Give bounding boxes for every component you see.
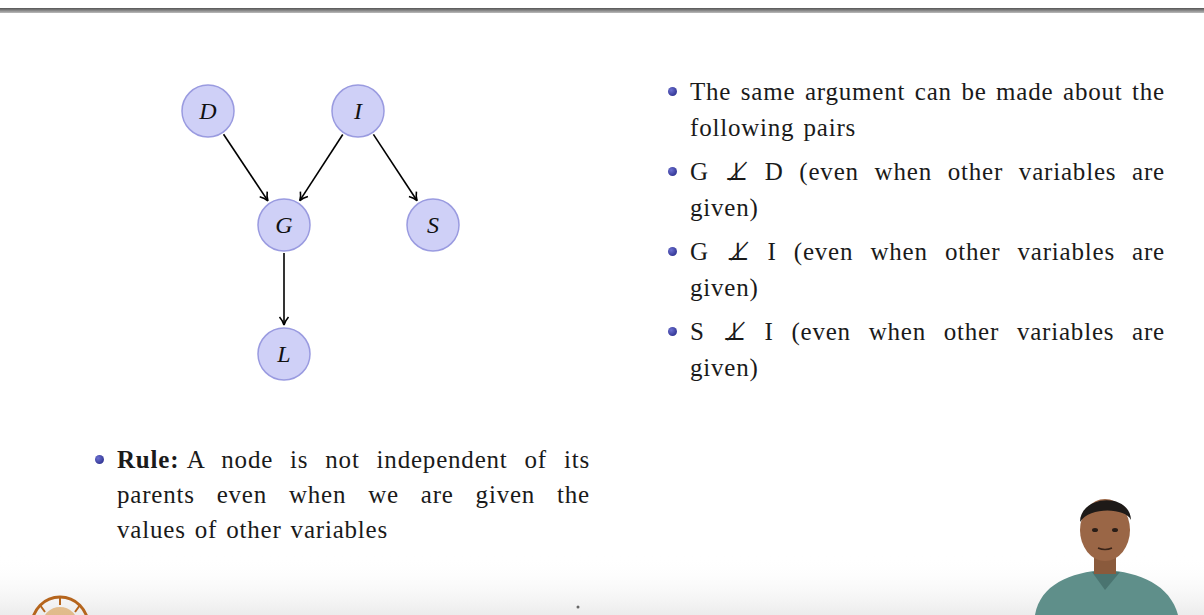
slide-text: G ⊥̸ I (even when other variables are gi… bbox=[690, 238, 1165, 301]
bullet-text: G ⊥̸ I (even when other variables are gi… bbox=[690, 234, 1165, 306]
bullet-item: S ⊥̸ I (even when other variables are gi… bbox=[668, 314, 1165, 386]
institute-logo bbox=[32, 597, 88, 615]
presenter-figure bbox=[1035, 499, 1178, 615]
bullet-text: The same argument can be made about the … bbox=[690, 74, 1165, 146]
directed-edge bbox=[224, 134, 268, 201]
graph-node: D bbox=[181, 84, 235, 138]
bullet-item: Rule:A node is not independent of its pa… bbox=[95, 442, 590, 547]
bullet-text: S ⊥̸ I (even when other variables are gi… bbox=[690, 314, 1165, 386]
rule-heading: Rule: bbox=[117, 446, 179, 473]
graph-node: G bbox=[257, 198, 311, 252]
node-label: S bbox=[427, 213, 439, 237]
footer-band bbox=[0, 555, 1204, 615]
top-rule bbox=[0, 8, 1204, 13]
slide-text: A node is not independent of its parents… bbox=[117, 446, 590, 543]
bullet-column: Rule:A node is not independent of its pa… bbox=[95, 442, 590, 555]
node-label: I bbox=[354, 99, 362, 123]
bullet-item: G ⊥̸ I (even when other variables are gi… bbox=[668, 234, 1165, 306]
graph-node: S bbox=[406, 198, 460, 252]
directed-edge bbox=[283, 253, 285, 325]
dot bbox=[577, 606, 580, 609]
slide-text: G ⊥̸ D (even when other variables are gi… bbox=[690, 158, 1165, 221]
directed-edge bbox=[300, 134, 343, 200]
node-outline bbox=[182, 85, 234, 137]
slide-text: The same argument can be made about the … bbox=[690, 78, 1165, 141]
node-label: L bbox=[277, 342, 290, 366]
bullet-column: The same argument can be made about the … bbox=[668, 74, 1165, 394]
node-outline bbox=[258, 328, 310, 380]
node-outline bbox=[407, 199, 459, 251]
node-outline bbox=[258, 199, 310, 251]
bullet-item: The same argument can be made about the … bbox=[668, 74, 1165, 146]
node-label: D bbox=[199, 99, 216, 123]
bullet-text: G ⊥̸ D (even when other variables are gi… bbox=[690, 154, 1165, 226]
bullet-text: Rule:A node is not independent of its pa… bbox=[117, 442, 590, 547]
directed-edge bbox=[373, 134, 417, 200]
graph-node: I bbox=[331, 84, 385, 138]
slide-text: S ⊥̸ I (even when other variables are gi… bbox=[690, 318, 1165, 381]
node-label: G bbox=[275, 213, 292, 237]
graph-node: L bbox=[257, 327, 311, 381]
bullet-item: G ⊥̸ D (even when other variables are gi… bbox=[668, 154, 1165, 226]
node-outline bbox=[332, 85, 384, 137]
